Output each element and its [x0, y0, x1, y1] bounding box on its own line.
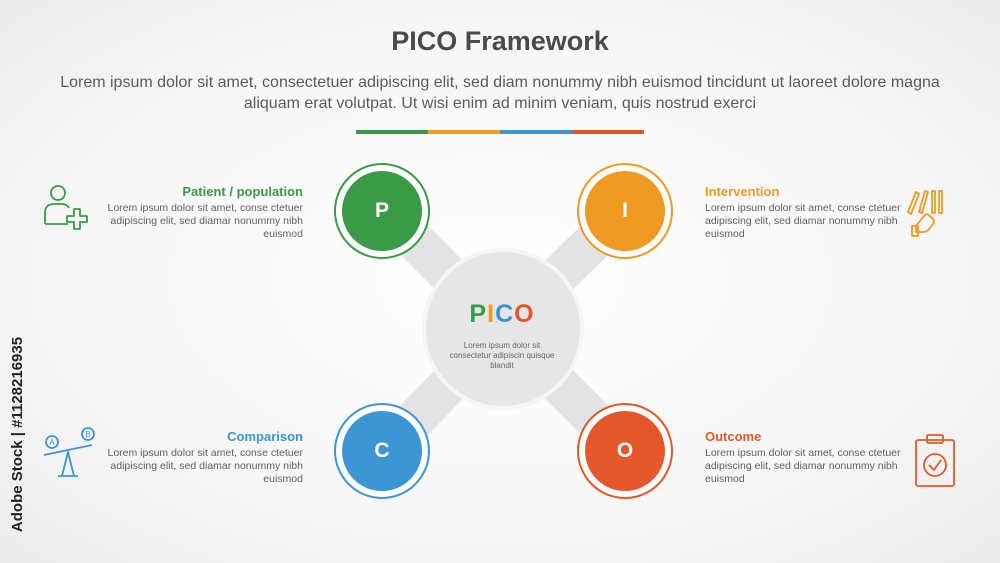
patient-block: Patient / population Lorem ipsum dolor s…	[103, 184, 303, 241]
node-c-circle: C	[342, 411, 422, 491]
divider-blue	[500, 130, 572, 134]
intervention-block: Intervention Lorem ipsum dolor sit amet,…	[705, 184, 905, 241]
center-letter-i: I	[487, 300, 496, 328]
outcome-heading: Outcome	[705, 429, 762, 444]
intervention-description: Lorem ipsum dolor sit amet, conse ctetue…	[705, 202, 901, 240]
hub-circle	[426, 252, 580, 406]
node-i-circle: I	[585, 171, 665, 251]
center-letter-p: P	[469, 300, 488, 328]
seesaw-label-a: A	[49, 438, 55, 447]
clipboard-check-icon	[915, 434, 955, 487]
patient-plus-icon	[44, 185, 88, 230]
seesaw-balance-icon: A B	[43, 427, 95, 477]
page-subtitle: Lorem ipsum dolor sit amet, consectetuer…	[60, 74, 940, 112]
outcome-block: Outcome Lorem ipsum dolor sit amet, cons…	[705, 429, 905, 486]
patient-heading: Patient / population	[182, 184, 303, 199]
node-p-circle: P	[342, 171, 422, 251]
center-description: Lorem ipsum dolor sit consectetur adipis…	[449, 341, 555, 370]
intervention-heading: Intervention	[705, 184, 780, 199]
patient-description: Lorem ipsum dolor sit amet, conse ctetue…	[107, 202, 303, 240]
comparison-description: Lorem ipsum dolor sit amet, conse ctetue…	[107, 447, 303, 485]
divider-green	[356, 130, 428, 134]
outcome-description: Lorem ipsum dolor sit amet, conse ctetue…	[705, 447, 901, 485]
color-divider	[356, 130, 644, 134]
page-title: PICO Framework	[391, 26, 609, 56]
comparison-heading: Comparison	[227, 429, 303, 444]
seesaw-label-b: B	[85, 430, 90, 439]
hand-dominoes-icon	[907, 190, 943, 237]
node-o-circle: O	[585, 411, 665, 491]
center-letter-c: C	[495, 300, 515, 328]
center-letter-o: O	[514, 300, 535, 328]
divider-orange	[428, 130, 500, 134]
comparison-block: Comparison Lorem ipsum dolor sit amet, c…	[103, 429, 303, 486]
watermark-text: Adobe Stock | #1128216935	[9, 336, 27, 532]
divider-red	[572, 130, 644, 134]
stock-watermark: Adobe Stock | #1128216935	[8, 319, 28, 549]
center-title: PICO	[440, 300, 564, 329]
